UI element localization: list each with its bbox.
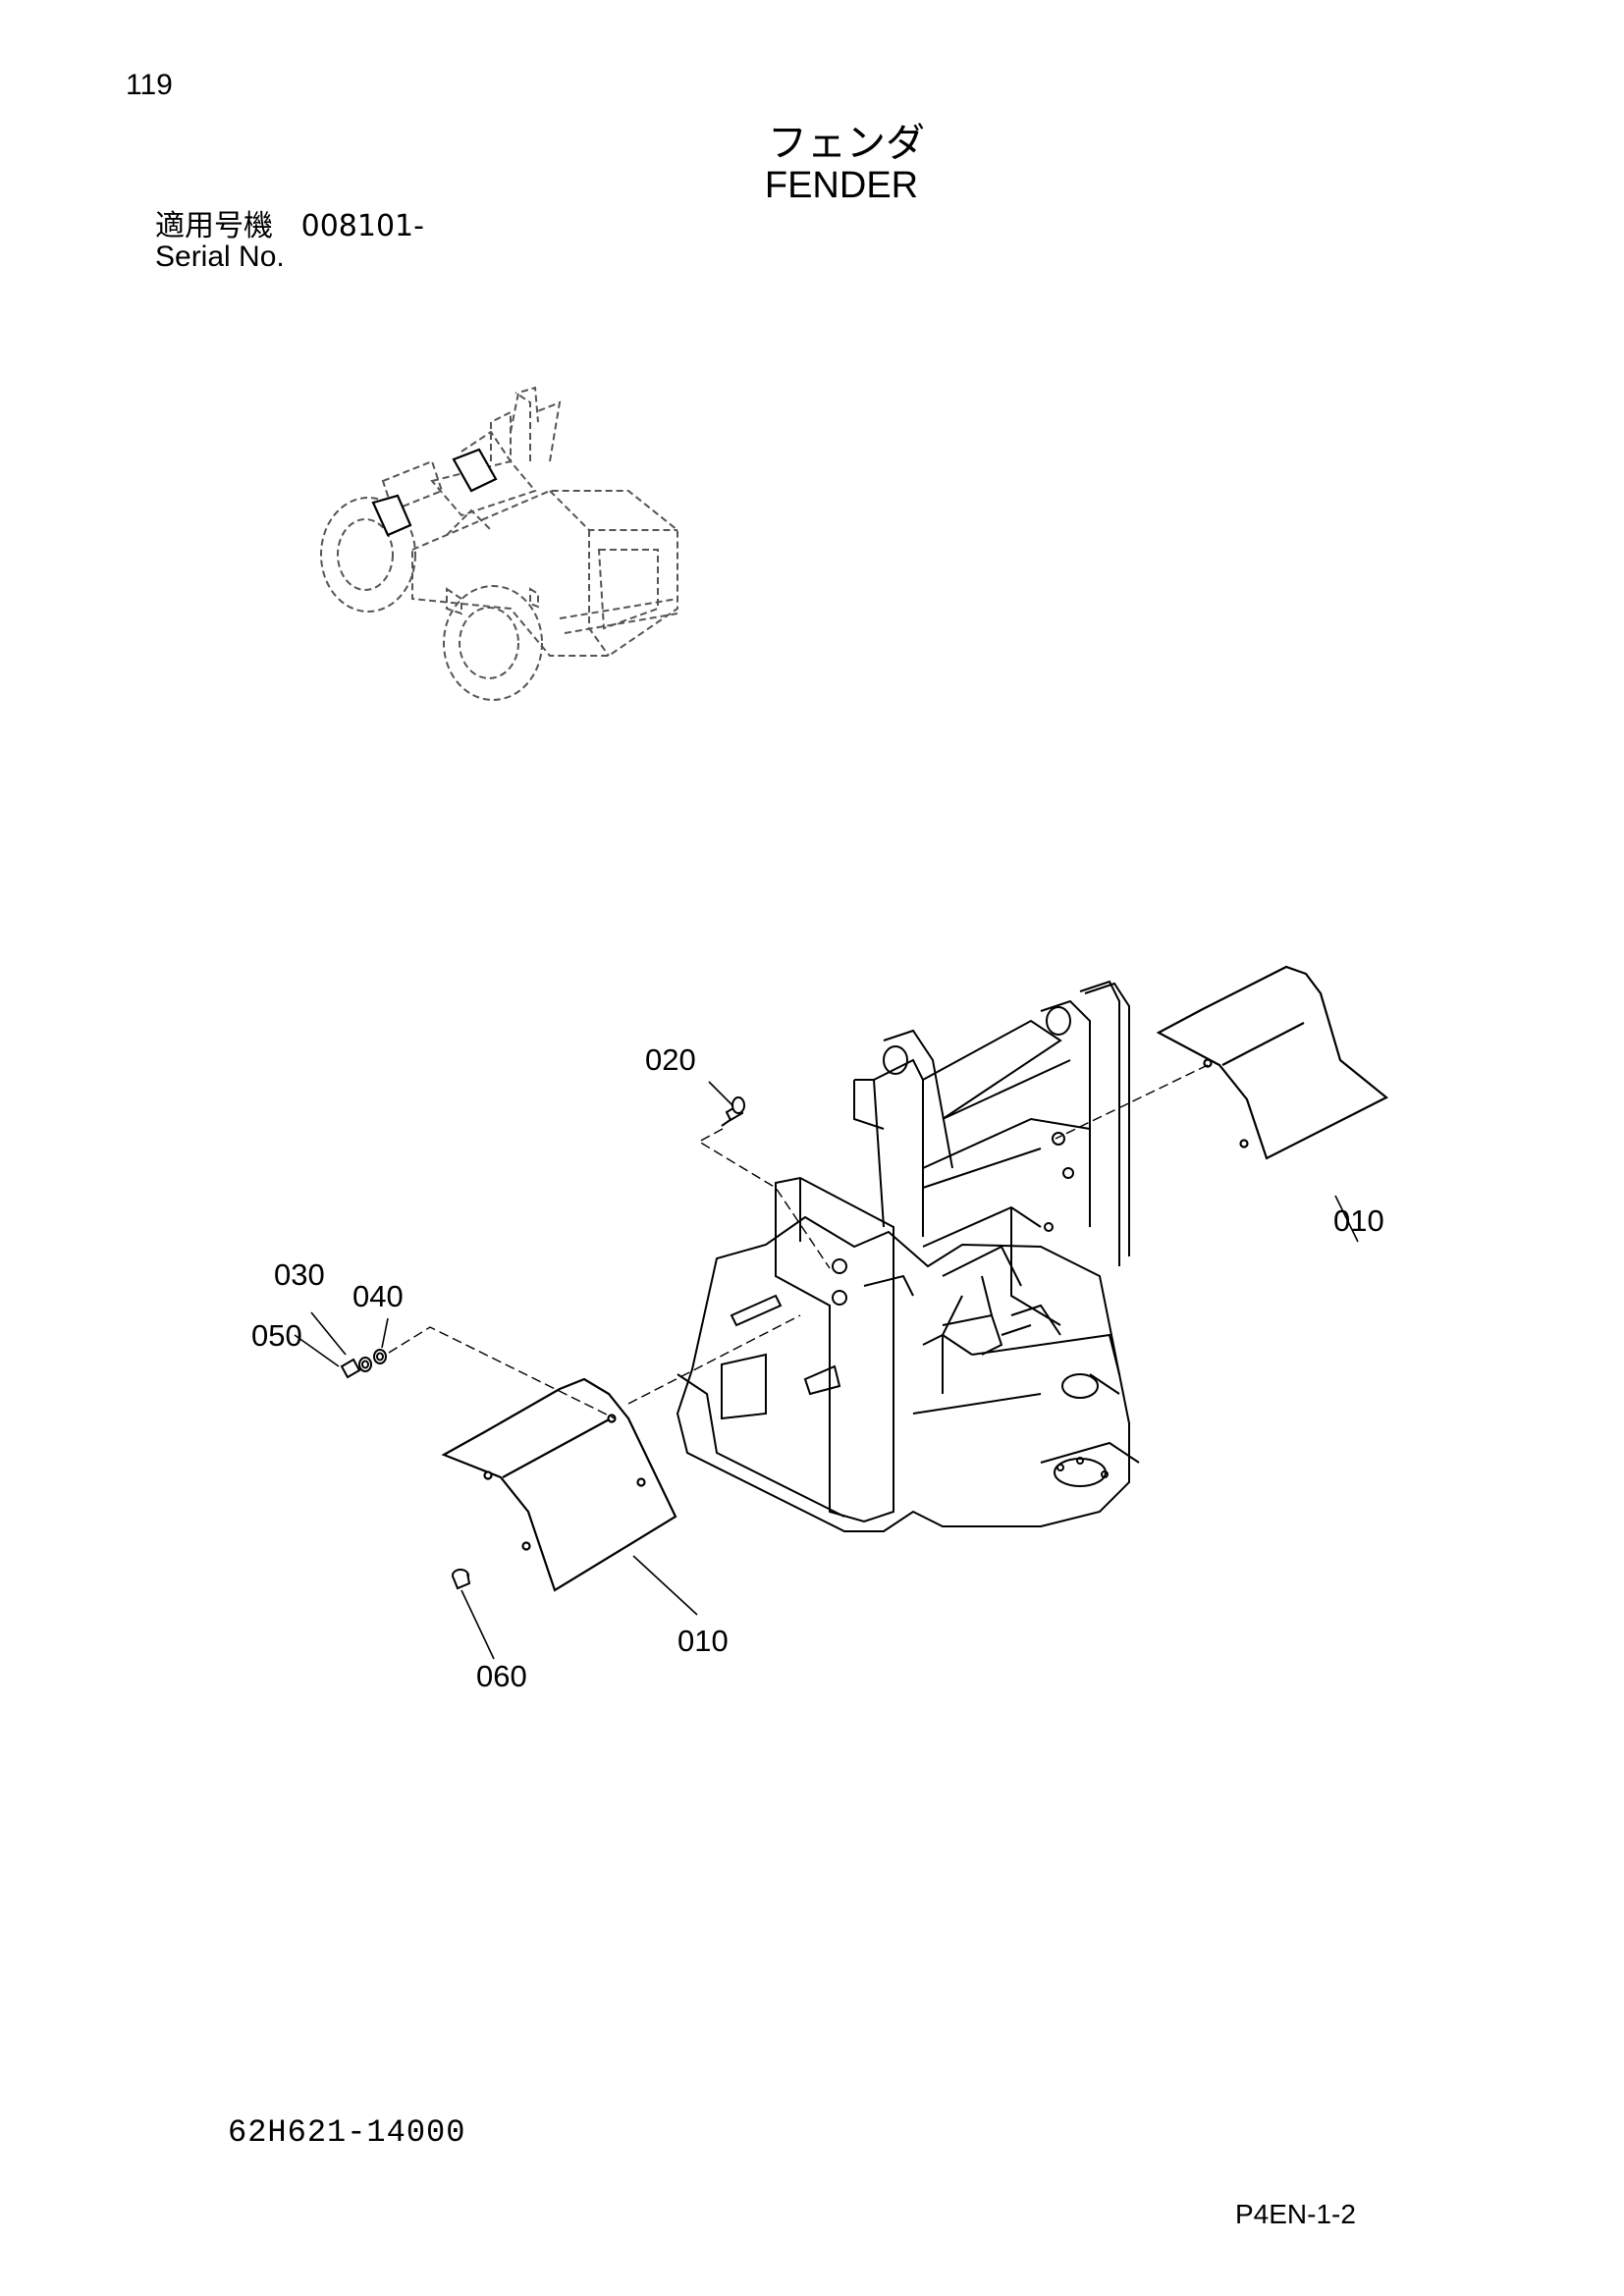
callout-060: 060: [476, 1659, 527, 1693]
page-number: 119: [126, 69, 173, 101]
page-title-english: FENDER: [764, 165, 919, 206]
serial-number-label-english: Serial No.: [155, 240, 285, 273]
callout-010-left: 010: [677, 1624, 729, 1658]
page-title-japanese: フェンダ: [768, 121, 925, 166]
callout-020: 020: [645, 1042, 696, 1077]
serial-label-jp: 適用号機: [155, 209, 273, 243]
serial-value: 008101-: [300, 209, 424, 243]
drawing-number: 62H621-14000: [228, 2114, 466, 2151]
callout-010-right: 010: [1333, 1203, 1384, 1238]
callout-040: 040: [352, 1279, 404, 1313]
callout-050: 050: [251, 1318, 302, 1353]
serial-number-label-japanese: 適用号機 008101-: [155, 201, 424, 244]
callout-030: 030: [274, 1257, 325, 1292]
page-code: P4EN-1-2: [1235, 2199, 1356, 2229]
